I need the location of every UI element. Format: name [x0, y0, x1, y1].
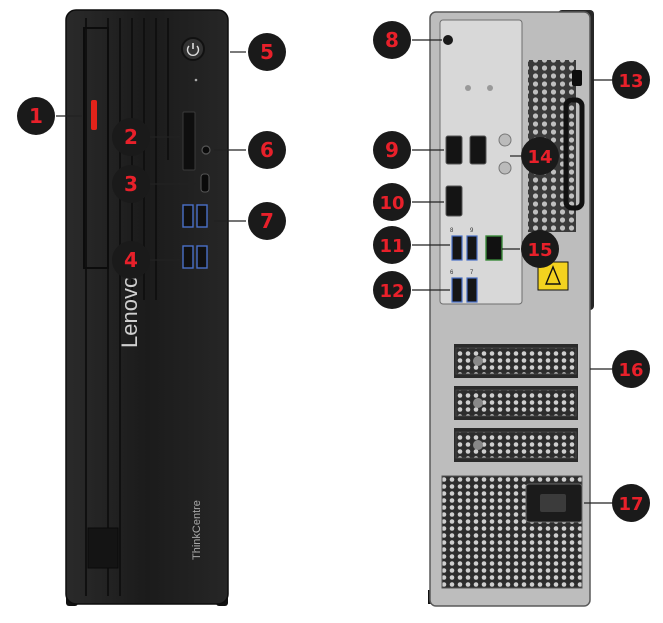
port-number-label: 8 — [450, 228, 454, 234]
callout-number: 5 — [260, 40, 274, 64]
callout-number: 6 — [260, 138, 274, 162]
callout-badge-16: 16 — [612, 350, 650, 388]
callout-circle — [17, 97, 55, 135]
callout-number: 10 — [379, 193, 404, 214]
callout-number: 2 — [124, 125, 138, 149]
expansion-slot-cover[interactable] — [455, 347, 577, 375]
callout-badge-17: 17 — [612, 484, 650, 522]
callout-circle — [112, 165, 150, 203]
callout-circle — [612, 350, 650, 388]
front-usb-port[interactable] — [182, 204, 194, 228]
audio-jack[interactable] — [201, 145, 211, 155]
optical-drive-bay — [83, 27, 109, 269]
front-usb-port[interactable] — [182, 245, 194, 269]
port-number-label: 6 — [450, 270, 454, 276]
callout-badge-9: 9 — [373, 131, 411, 169]
callout-badge-1: 1 — [17, 97, 55, 135]
callout-badge-7: 7 — [248, 202, 286, 240]
callout-number: 7 — [260, 209, 274, 233]
antenna-connector[interactable] — [498, 133, 512, 147]
callout-circle — [521, 137, 559, 175]
callout-circle — [373, 21, 411, 59]
callout-badge-14: 14 — [521, 137, 559, 175]
front-model-label: ThinkCentre — [191, 500, 203, 560]
callout-badge-5: 5 — [248, 33, 286, 71]
ethernet-port[interactable] — [485, 235, 503, 261]
displayport-port[interactable] — [469, 135, 487, 165]
front-usb-port[interactable] — [196, 245, 208, 269]
callout-badge-8: 8 — [373, 21, 411, 59]
callout-circle — [521, 230, 559, 268]
rear-audio-jack[interactable] — [443, 35, 453, 45]
callout-circle — [248, 131, 286, 169]
callout-badge-15: 15 — [521, 230, 559, 268]
callout-badge-10: 10 — [373, 183, 411, 221]
usb-c-port[interactable] — [200, 173, 210, 193]
callout-number: 3 — [124, 172, 138, 196]
callout-number: 9 — [385, 138, 399, 162]
callout-number: 16 — [618, 360, 643, 381]
callout-circle — [373, 131, 411, 169]
expansion-slots — [454, 344, 578, 462]
front-brand-label: Lenovo — [117, 276, 142, 348]
callout-badge-13: 13 — [612, 61, 650, 99]
callout-circle — [112, 118, 150, 156]
rear-usb-port[interactable] — [466, 277, 478, 303]
rear-usb-port[interactable] — [451, 277, 463, 303]
rear-usb-port[interactable] — [451, 235, 463, 261]
callout-badge-3: 3 — [112, 165, 150, 203]
callout-number: 12 — [379, 281, 404, 302]
callout-circle — [112, 241, 150, 279]
front-view: Lenovo ThinkCentre — [65, 9, 229, 606]
callout-number: 15 — [527, 240, 552, 261]
front-chassis — [65, 9, 229, 605]
callout-number: 4 — [124, 248, 138, 272]
callout-badge-2: 2 — [112, 118, 150, 156]
callout-circle — [612, 61, 650, 99]
callout-circle — [612, 484, 650, 522]
callout-badge-12: 12 — [373, 271, 411, 309]
padlock-loop[interactable] — [563, 97, 585, 211]
callout-badge-4: 4 — [112, 241, 150, 279]
callout-number: 11 — [379, 236, 404, 257]
front-usb-ports — [182, 204, 208, 269]
callout-number: 8 — [385, 28, 399, 52]
callout-circle — [248, 33, 286, 71]
callout-number: 1 — [29, 104, 43, 128]
callout-circle — [248, 202, 286, 240]
front-usb-port[interactable] — [196, 204, 208, 228]
antenna-connector[interactable] — [498, 161, 512, 175]
port-number-label: 7 — [470, 270, 474, 276]
callout-number: 17 — [618, 494, 643, 515]
rear-view: 8 9 6 7 — [428, 10, 594, 607]
hdmi-port[interactable] — [445, 135, 463, 165]
callout-number: 14 — [527, 147, 552, 168]
callout-number: 13 — [618, 71, 643, 92]
rear-usb-port[interactable] — [466, 235, 478, 261]
sd-card-slot[interactable] — [182, 111, 196, 171]
callout-badge-6: 6 — [248, 131, 286, 169]
displayport-port-2[interactable] — [445, 185, 463, 217]
callout-circle — [373, 183, 411, 221]
port-number-label: 9 — [470, 228, 474, 234]
callout-circle — [373, 271, 411, 309]
card-reader-indicator — [91, 100, 97, 130]
callout-circle — [373, 226, 411, 264]
callout-badge-11: 11 — [373, 226, 411, 264]
security-lock-slot[interactable] — [572, 70, 582, 86]
